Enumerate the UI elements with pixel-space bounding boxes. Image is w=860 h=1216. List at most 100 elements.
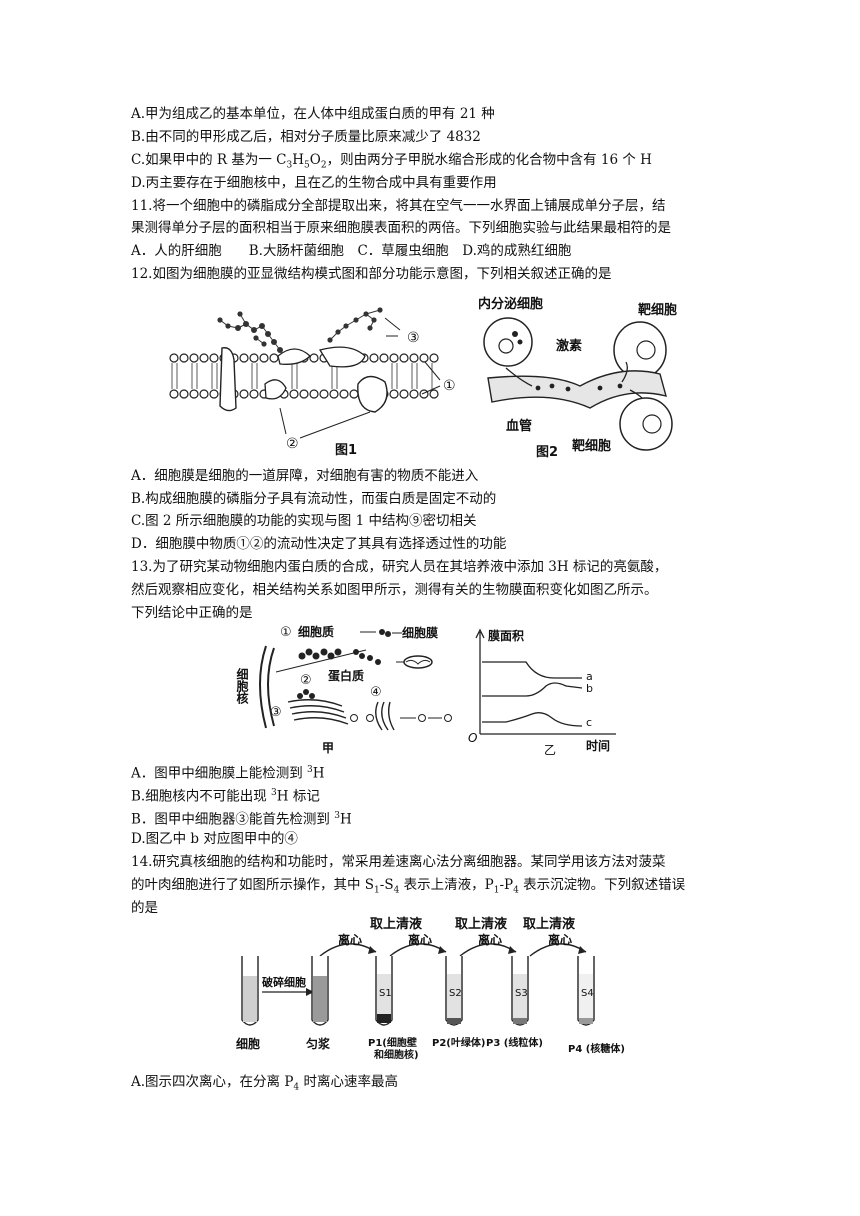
- q10-option-a: A.甲为组成乙的基本单位，在人体中组成蛋白质的甲有 21 种: [131, 106, 495, 122]
- fig-take-supernatant-3: 取上清液: [523, 916, 575, 932]
- fig2-vessel-label: 血管: [506, 418, 532, 434]
- fig-centrifuge-1: 离心: [338, 932, 362, 947]
- tube-s1: S1: [375, 956, 393, 1026]
- fig-a-label-3: ③: [270, 705, 282, 720]
- fig-take-supernatant-2: 取上清液: [455, 916, 507, 932]
- fig2-target-cell-top-label: 靶细胞: [638, 302, 677, 318]
- q10-option-b: B.由不同的甲形成乙后，相对分子质量比原来减少了 4832: [131, 129, 481, 145]
- q14-stem-sub-3: 1: [493, 885, 500, 896]
- fig-a-protein-label: 蛋白质: [328, 668, 364, 683]
- q14-stem-text-a: 的叶肉细胞进行了如图所示操作，其中 S: [131, 877, 375, 893]
- fig-a-label-2: ②: [300, 673, 312, 688]
- q14-stem-sub-4: 4: [513, 885, 519, 896]
- q14-stem-line1: 14.研究真核细胞的结构和功能时，常采用差速离心法分离细胞器。某同学用该方法对菠…: [131, 854, 666, 870]
- q10-option-c-text1: C.如果甲中的 R 基为一 C: [131, 152, 287, 168]
- fig-b-xlabel: 时间: [586, 738, 610, 753]
- q14-option-a: A.图示四次离心，在分离 P4 时离心速率最高: [131, 1072, 398, 1098]
- q14-stem-sub-1: 1: [374, 885, 380, 896]
- fig-homogenate-label: 匀浆: [306, 1036, 331, 1051]
- fig-b-caption: 乙: [544, 743, 556, 757]
- q14-option-a-text: A.图示四次离心，在分离 P: [131, 1074, 294, 1090]
- q14-stem-text-c: 表示上清液，P: [399, 877, 494, 893]
- q10-option-c-text2: H: [292, 152, 305, 168]
- q10-option-d: D.丙主要存在于细胞核中，且在乙的生物合成中具有重要作用: [131, 175, 497, 191]
- fig-a-label-1: ①: [280, 625, 292, 640]
- membrane-area-chart-b: 膜面积 a b c O 时间 乙: [468, 628, 616, 757]
- tube-s3-label: S3: [515, 988, 528, 999]
- q12-option-d: D．细胞膜中物质①②的流动性决定了其具有选择透过性的功能: [131, 536, 507, 552]
- fig-b-series-c-label: c: [586, 716, 592, 729]
- hormone-diagram-fig2: 内分泌细胞 靶细胞 激素 血管 图2 靶细胞: [478, 296, 677, 460]
- fig-a-nucleus-label-1: 细胞核: [236, 667, 249, 705]
- fig-centrifuge-4: 离心: [548, 932, 572, 947]
- fig1-label-2: ②: [286, 436, 299, 452]
- q13-option-a-sup: 3: [307, 765, 313, 775]
- fig-b-origin: O: [468, 731, 477, 745]
- fig2-endocrine-cell-label: 内分泌细胞: [478, 296, 543, 312]
- q14-stem-sub-2: 4: [393, 885, 400, 896]
- q10-option-c-sub2: 5: [304, 160, 310, 171]
- q10-option-c-text3: O: [309, 152, 321, 168]
- fig-break-cells-label: 破碎细胞: [262, 975, 306, 989]
- q10-option-c-sub3: 2: [320, 160, 327, 171]
- fig-a-cytoplasm-label: 细胞质: [298, 624, 334, 639]
- fig1-caption: 图1: [335, 443, 357, 458]
- tube-s4: S4: [577, 956, 595, 1026]
- q13-stem-line3: 下列结论中正确的是: [131, 605, 253, 621]
- q12-figures: ③ ① ② 图1 内分泌细胞 靶细胞 激素 血管 图2 靶细胞: [169, 296, 677, 460]
- tube-s2-label: S2: [449, 988, 462, 999]
- q14-stem-line3: 的是: [131, 900, 158, 916]
- fig2-caption: 图2: [536, 445, 558, 460]
- q13-option-c-sup: 3: [334, 811, 340, 821]
- fig-p1-label-line2: 和细胞核): [373, 1048, 419, 1061]
- q13-stem-line2: 然后观察相应变化，相关结构关系如图甲所示，测得有关的生物膜面积变化如图乙所示。: [131, 582, 658, 598]
- fig-p3-label: P3 (线粒体): [486, 1036, 543, 1049]
- fig-b-series-a-label: a: [586, 670, 593, 683]
- q11-stem-line2: 果测得单分子层的面积相当于原来细胞膜表面积的两倍。下列细胞实验与此结果最相符的是: [131, 220, 671, 236]
- q13-option-b: B.细胞核内不可能出现 3H 标记: [131, 783, 320, 807]
- fig-p1-label-line1: P1(细胞壁: [368, 1036, 417, 1049]
- tube-s1-label: S1: [379, 988, 392, 999]
- tube-cells: [241, 956, 259, 1026]
- q10-option-c-sub1: 3: [286, 160, 293, 171]
- fig-centrifuge-3: 离心: [478, 932, 502, 947]
- q12-option-c: C.图 2 所示细胞膜的功能的实现与图 1 中结构⑨密切相关: [131, 513, 477, 529]
- fig-a-label-4: ④: [370, 685, 382, 700]
- q13-figures: 细胞核 ① 细胞质 细胞膜 ② 蛋白质 ③ ④: [236, 624, 616, 757]
- tube-s4-label: S4: [581, 988, 594, 999]
- q13-option-b-sup: 3: [271, 788, 277, 798]
- fig1-label-1: ①: [443, 378, 456, 394]
- q14-stem-text-b: -S: [379, 877, 394, 893]
- q10-option-c-text4: ，则由两分子甲脱水缩合形成的化合物中含有 16 个 H: [326, 152, 652, 168]
- fig2-target-cell-bottom-label: 靶细胞: [572, 438, 611, 454]
- q14-centrifuge-figure: 取上清液 取上清液 取上清液 离心 离心 离心 离心 破碎细胞 S1 S2 S: [236, 916, 625, 1061]
- fig-b-ylabel: 膜面积: [488, 628, 524, 643]
- fig-a-caption: 甲: [322, 741, 334, 755]
- fig-take-supernatant-1: 取上清液: [370, 916, 422, 932]
- protein-pathway-figure-a: 细胞核 ① 细胞质 细胞膜 ② 蛋白质 ③ ④: [236, 624, 452, 755]
- tube-s2: S2: [445, 956, 463, 1026]
- fig-p4-label: P4 (核糖体): [568, 1042, 625, 1055]
- q12-stem: 12.如图为细胞膜的亚显微结构模式图和部分功能示意图，下列相关叙述正确的是: [131, 266, 612, 282]
- q13-option-d: D.图乙中 b 对应图甲中的④: [131, 831, 298, 847]
- q13-option-a-tail: H: [312, 765, 325, 782]
- fig-b-series-b-label: b: [586, 682, 593, 695]
- q14-option-a-tail: 时离心速率最高: [299, 1074, 398, 1090]
- tube-s3: S3: [511, 956, 529, 1026]
- q13-stem-line1: 13.为了研究某动物细胞内蛋白质的合成，研究人员在其培养液中添加 3H 标记的亮…: [131, 559, 668, 575]
- q14-option-a-sub: 4: [293, 1082, 300, 1093]
- q13-option-c-tail: H: [339, 811, 352, 828]
- fig-centrifuge-2: 离心: [408, 932, 432, 947]
- q13-option-a-text: A．图甲中细胞膜上能检测到: [131, 765, 308, 782]
- fig-p2-label: P2(叶绿体): [432, 1036, 485, 1049]
- membrane-diagram-fig1: ③ ① ② 图1: [169, 307, 456, 458]
- q14-stem-line2: 的叶肉细胞进行了如图所示操作，其中 S1-S4 表示上清液，P1-P4 表示沉淀…: [131, 875, 685, 901]
- fig-cells-label: 细胞: [236, 1036, 260, 1051]
- q13-option-c-text: B．图甲中细胞器③能首先检测到: [131, 811, 335, 828]
- q11-options: A．人的肝细胞 B.大肠杆菌细胞 C．草履虫细胞 D.鸡的成熟红细胞: [131, 243, 572, 259]
- fig1-label-3: ③: [407, 330, 420, 346]
- q13-option-c: B．图甲中细胞器③能首先检测到 3H: [131, 806, 352, 830]
- fig-a-membrane-label: 细胞膜: [402, 625, 438, 640]
- q14-stem-text-e: 表示沉淀物。下列叙述错误: [518, 877, 686, 893]
- q14-stem-text-d: -P: [499, 877, 514, 893]
